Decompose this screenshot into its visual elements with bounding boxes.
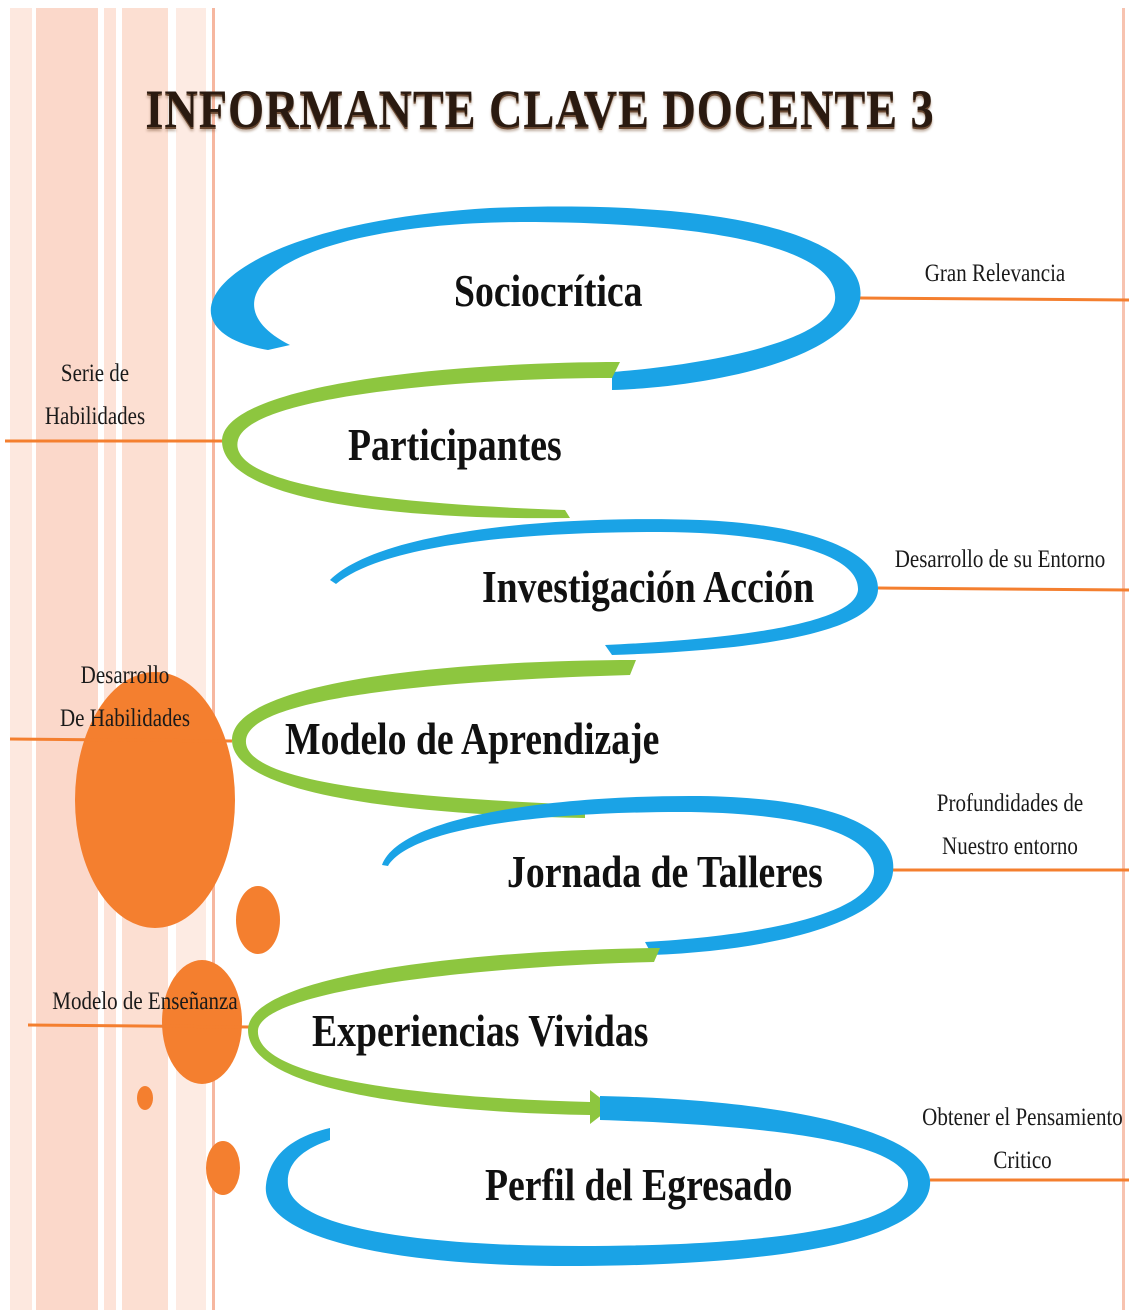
annotation-label: Gran Relevancia xyxy=(924,260,1066,287)
diagram-title: INFORMANTE CLAVE DOCENTE 3 xyxy=(145,79,935,139)
annotation-label: Serie de Habilidades xyxy=(44,360,146,430)
annotation-label: Profundidades de Nuestro entorno xyxy=(936,790,1084,860)
node-label: Modelo de Aprendizaje xyxy=(285,713,660,764)
decorative-stripe xyxy=(176,8,206,1310)
connector-line xyxy=(859,296,1129,302)
connector-line xyxy=(9,737,233,743)
annotation-label: Modelo de Enseñanza xyxy=(52,988,238,1015)
swirl-arc-green xyxy=(232,660,636,818)
annotation-label: Desarrollo de su Entorno xyxy=(894,546,1106,573)
decorative-circle xyxy=(236,886,280,954)
decorative-circle xyxy=(75,672,235,928)
swirl-arc-green xyxy=(221,362,620,519)
node-label: Perfil del Egresado xyxy=(485,1159,793,1210)
annotation-label: Desarrollo De Habilidades xyxy=(59,662,191,732)
node-label: Investigación Acción xyxy=(482,561,815,612)
decorative-circle xyxy=(162,960,242,1084)
node-label: Sociocrítica xyxy=(454,265,643,316)
node-label: Jornada de Talleres xyxy=(507,846,823,897)
connector-line xyxy=(27,1023,251,1029)
decorative-stripe xyxy=(104,8,116,1310)
decorative-circle xyxy=(206,1141,240,1195)
decorative-stripe xyxy=(36,8,98,1310)
node-label: Experiencias Vividas xyxy=(312,1005,649,1056)
decorative-circle xyxy=(137,1086,153,1110)
decorative-stripe xyxy=(212,8,215,1310)
annotation-label: Obtener el Pensamiento Critico xyxy=(922,1104,1123,1174)
node-label: Participantes xyxy=(348,419,562,470)
decorative-stripe xyxy=(1122,8,1125,1310)
decorative-stripe xyxy=(10,8,32,1310)
connector-line xyxy=(877,586,1129,592)
